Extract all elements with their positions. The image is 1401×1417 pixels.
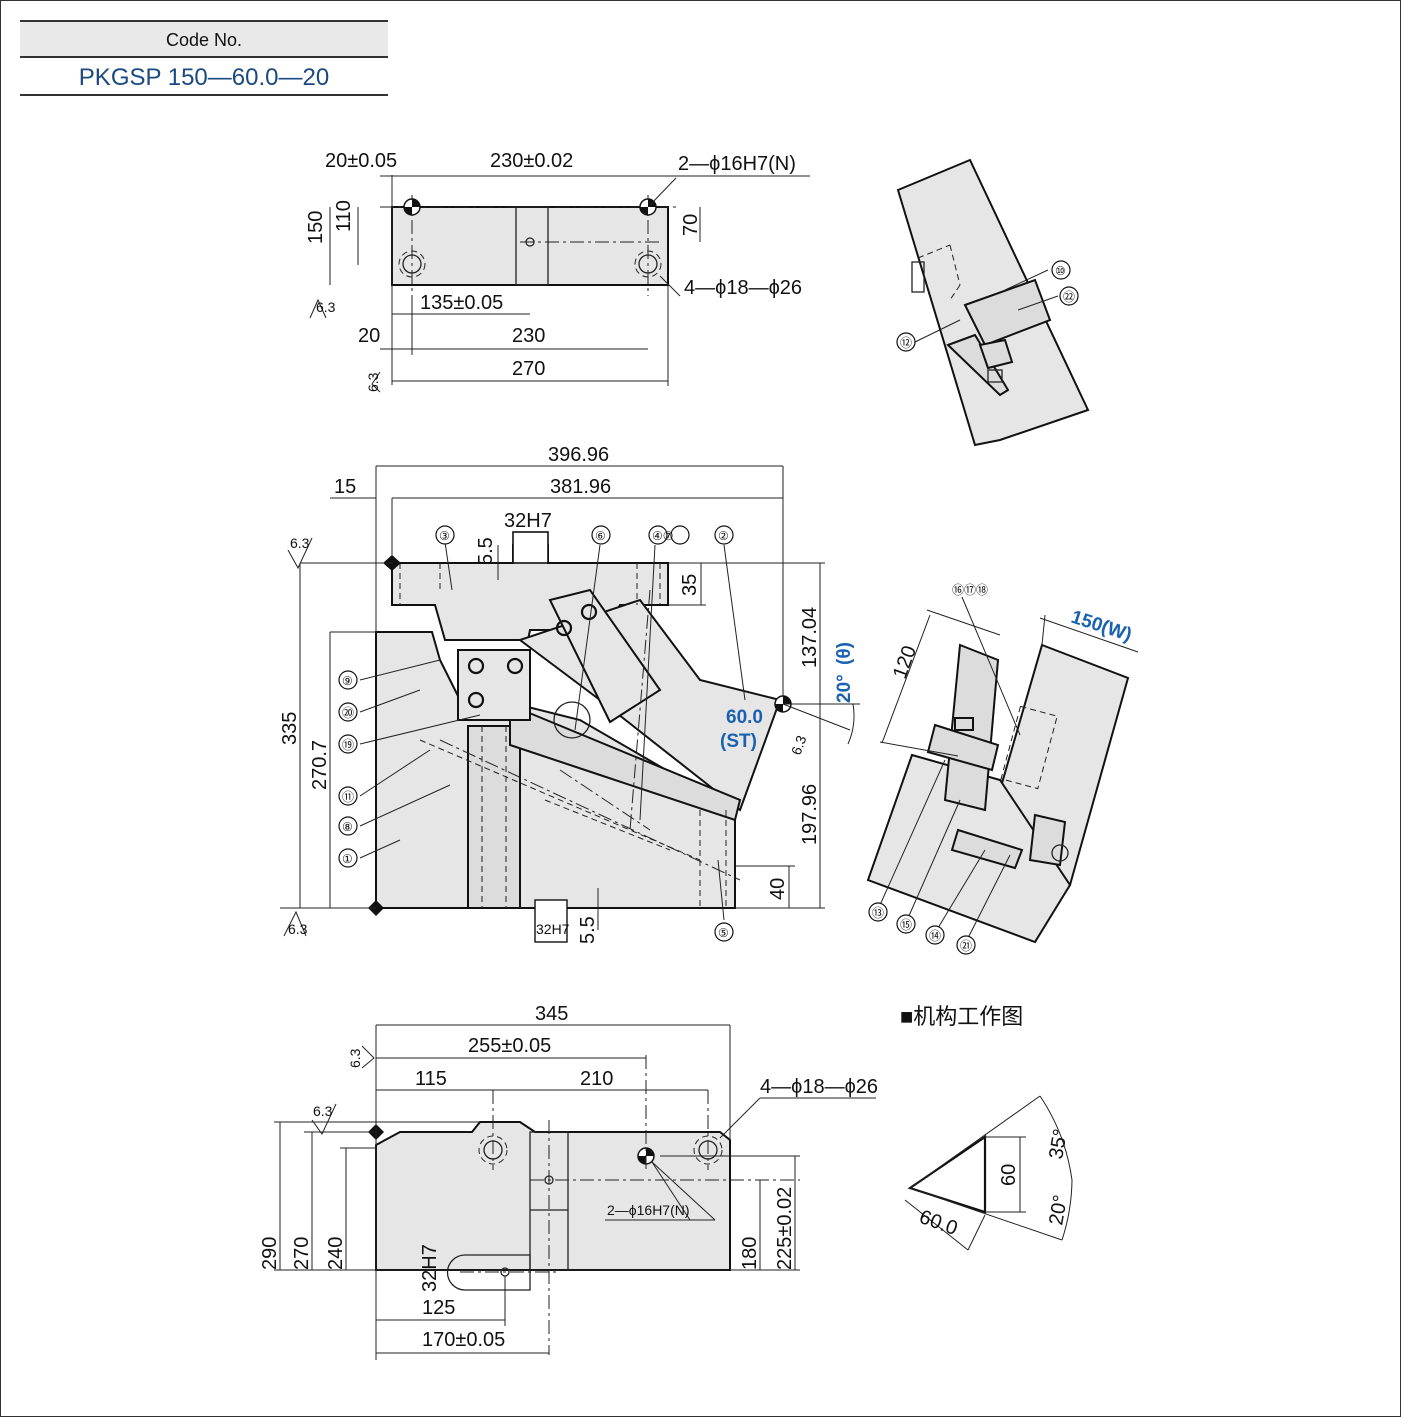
part-2: ② — [718, 529, 729, 543]
side-view: 120 150(W) ⑯⑰⑱ ⑬ ⑮ ⑭ ㉑ — [866, 583, 1139, 955]
part-8: ⑧ — [342, 820, 353, 834]
dim-32H7-top: 32H7 — [504, 510, 552, 532]
mechanism-triangle — [907, 1134, 987, 1214]
part-3: ③ — [439, 529, 450, 543]
dim-120: 120 — [889, 643, 921, 682]
part-10: ⑩ — [1055, 264, 1066, 278]
dim-137-04: 137.04 — [799, 607, 821, 668]
dim-35-deg: 35° — [1045, 1127, 1072, 1161]
dim-230-tol: 230±0.02 — [490, 150, 573, 172]
part-11: ⑪ — [342, 790, 354, 804]
dim-381-96: 381.96 — [550, 476, 611, 498]
part-4-7: ④⑦ — [652, 529, 674, 543]
dim-230: 230 — [512, 325, 545, 347]
roughness-stroke: 6.3 — [788, 733, 810, 757]
part-12: ⑫ — [900, 336, 912, 350]
mechanism-title: ■机构工作图 — [900, 1004, 1023, 1029]
part-16-17-18: ⑯⑰⑱ — [952, 583, 988, 597]
dim-335: 335 — [279, 712, 301, 745]
dim-125: 125 — [422, 1297, 455, 1319]
bottom-view: 345 255±0.05 115 210 4—ϕ18—ϕ26 2—ϕ16H7(N… — [259, 1003, 878, 1360]
part-5: ⑤ — [718, 926, 729, 940]
part-21: ㉑ — [960, 939, 972, 953]
dim-60-0-mechanism: 60.0 — [916, 1206, 960, 1240]
dim-5-5-bottom: 5.5 — [577, 916, 599, 944]
label-bolt-holes: 4—ϕ18—ϕ26 — [684, 277, 802, 299]
dim-20: 20 — [358, 325, 380, 347]
roughness-bottom-2: 6.3 — [313, 1103, 333, 1119]
label-bolt-holes-bottom: 4—ϕ18—ϕ26 — [760, 1076, 878, 1098]
part-22: ㉒ — [1063, 290, 1075, 304]
dim-stroke-label: (ST) — [720, 731, 757, 752]
code-value: PKGSP 150—60.0—20 — [20, 58, 388, 96]
dim-20-tol: 20±0.05 — [325, 150, 397, 172]
link-bar — [548, 588, 662, 724]
part-1: ① — [342, 852, 353, 866]
dim-255-tol: 255±0.05 — [468, 1035, 551, 1057]
dim-32H7-bottom: 32H7 — [536, 921, 570, 937]
part-6: ⑥ — [595, 529, 606, 543]
dim-32H7-bottom-view: 32H7 — [419, 1244, 441, 1292]
dim-290: 290 — [259, 1237, 281, 1270]
front-view: 396.96 15 381.96 32H7 5.5 35 137.04 (θ) … — [279, 444, 860, 944]
roughness-front-top: 6.3 — [290, 535, 310, 551]
code-block: Code No. PKGSP 150—60.0—20 — [20, 20, 388, 96]
dim-stroke-value: 60.0 — [726, 707, 763, 728]
label-dowel-holes: 2—ϕ16H7(N) — [678, 153, 796, 175]
dim-115: 115 — [415, 1068, 447, 1090]
dim-60-mechanism: 60 — [998, 1164, 1020, 1186]
dim-270-7: 270.7 — [309, 740, 331, 790]
dim-35: 35 — [679, 574, 701, 596]
dim-150-W: 150(W) — [1068, 607, 1134, 646]
code-label: Code No. — [20, 20, 388, 58]
dim-396-96: 396.96 — [548, 444, 609, 466]
part-9: ⑨ — [342, 674, 353, 688]
part-14: ⑭ — [929, 929, 941, 943]
part-13: ⑬ — [872, 906, 884, 920]
top-view: 20±0.05 230±0.02 2—ϕ16H7(N) 150 110 70 4… — [305, 150, 810, 393]
roughness-top-1: 6.3 — [316, 299, 336, 315]
dim-theta: (θ) — [834, 642, 855, 665]
dim-180: 180 — [739, 1237, 761, 1270]
dim-225-tol: 225±0.02 — [774, 1187, 796, 1270]
dim-15: 15 — [334, 476, 356, 498]
roughness-top-2: 6.3 — [365, 372, 381, 392]
mechanism-diagram: ■机构工作图 60 60.0 35° 20° — [900, 1004, 1073, 1251]
detail-view: ⑩ ㉒ ⑫ — [896, 158, 1090, 447]
part-15: ⑮ — [900, 918, 912, 932]
dim-110: 110 — [333, 200, 355, 232]
dim-40: 40 — [767, 878, 789, 900]
part-20: ⑳ — [342, 706, 354, 720]
dim-135-tol: 135±0.05 — [420, 292, 503, 314]
dim-70: 70 — [680, 214, 702, 236]
dim-240: 240 — [325, 1237, 347, 1270]
guide-post — [467, 725, 521, 909]
dim-5-5-top: 5.5 — [475, 537, 497, 565]
roughness-bottom-1: 6.3 — [347, 1048, 363, 1068]
roughness-front-bottom: 6.3 — [288, 921, 308, 937]
dim-20-deg-mechanism: 20° — [1045, 1193, 1072, 1227]
dim-210: 210 — [580, 1068, 613, 1090]
dim-197-96: 197.96 — [799, 784, 821, 845]
dim-270: 270 — [512, 358, 545, 380]
dim-20-deg: 20° — [834, 674, 855, 703]
pivot-block — [457, 649, 531, 721]
dowel-mark-left — [403, 198, 421, 216]
dim-270-bottom: 270 — [291, 1237, 313, 1270]
dim-150: 150 — [305, 211, 327, 244]
slide-plate — [509, 703, 742, 822]
label-dowel-holes-bottom: 2—ϕ16H7(N) — [607, 1202, 690, 1218]
dim-345: 345 — [535, 1003, 568, 1025]
part-19: ⑲ — [342, 738, 354, 752]
dim-170-tol: 170±0.05 — [422, 1329, 505, 1351]
